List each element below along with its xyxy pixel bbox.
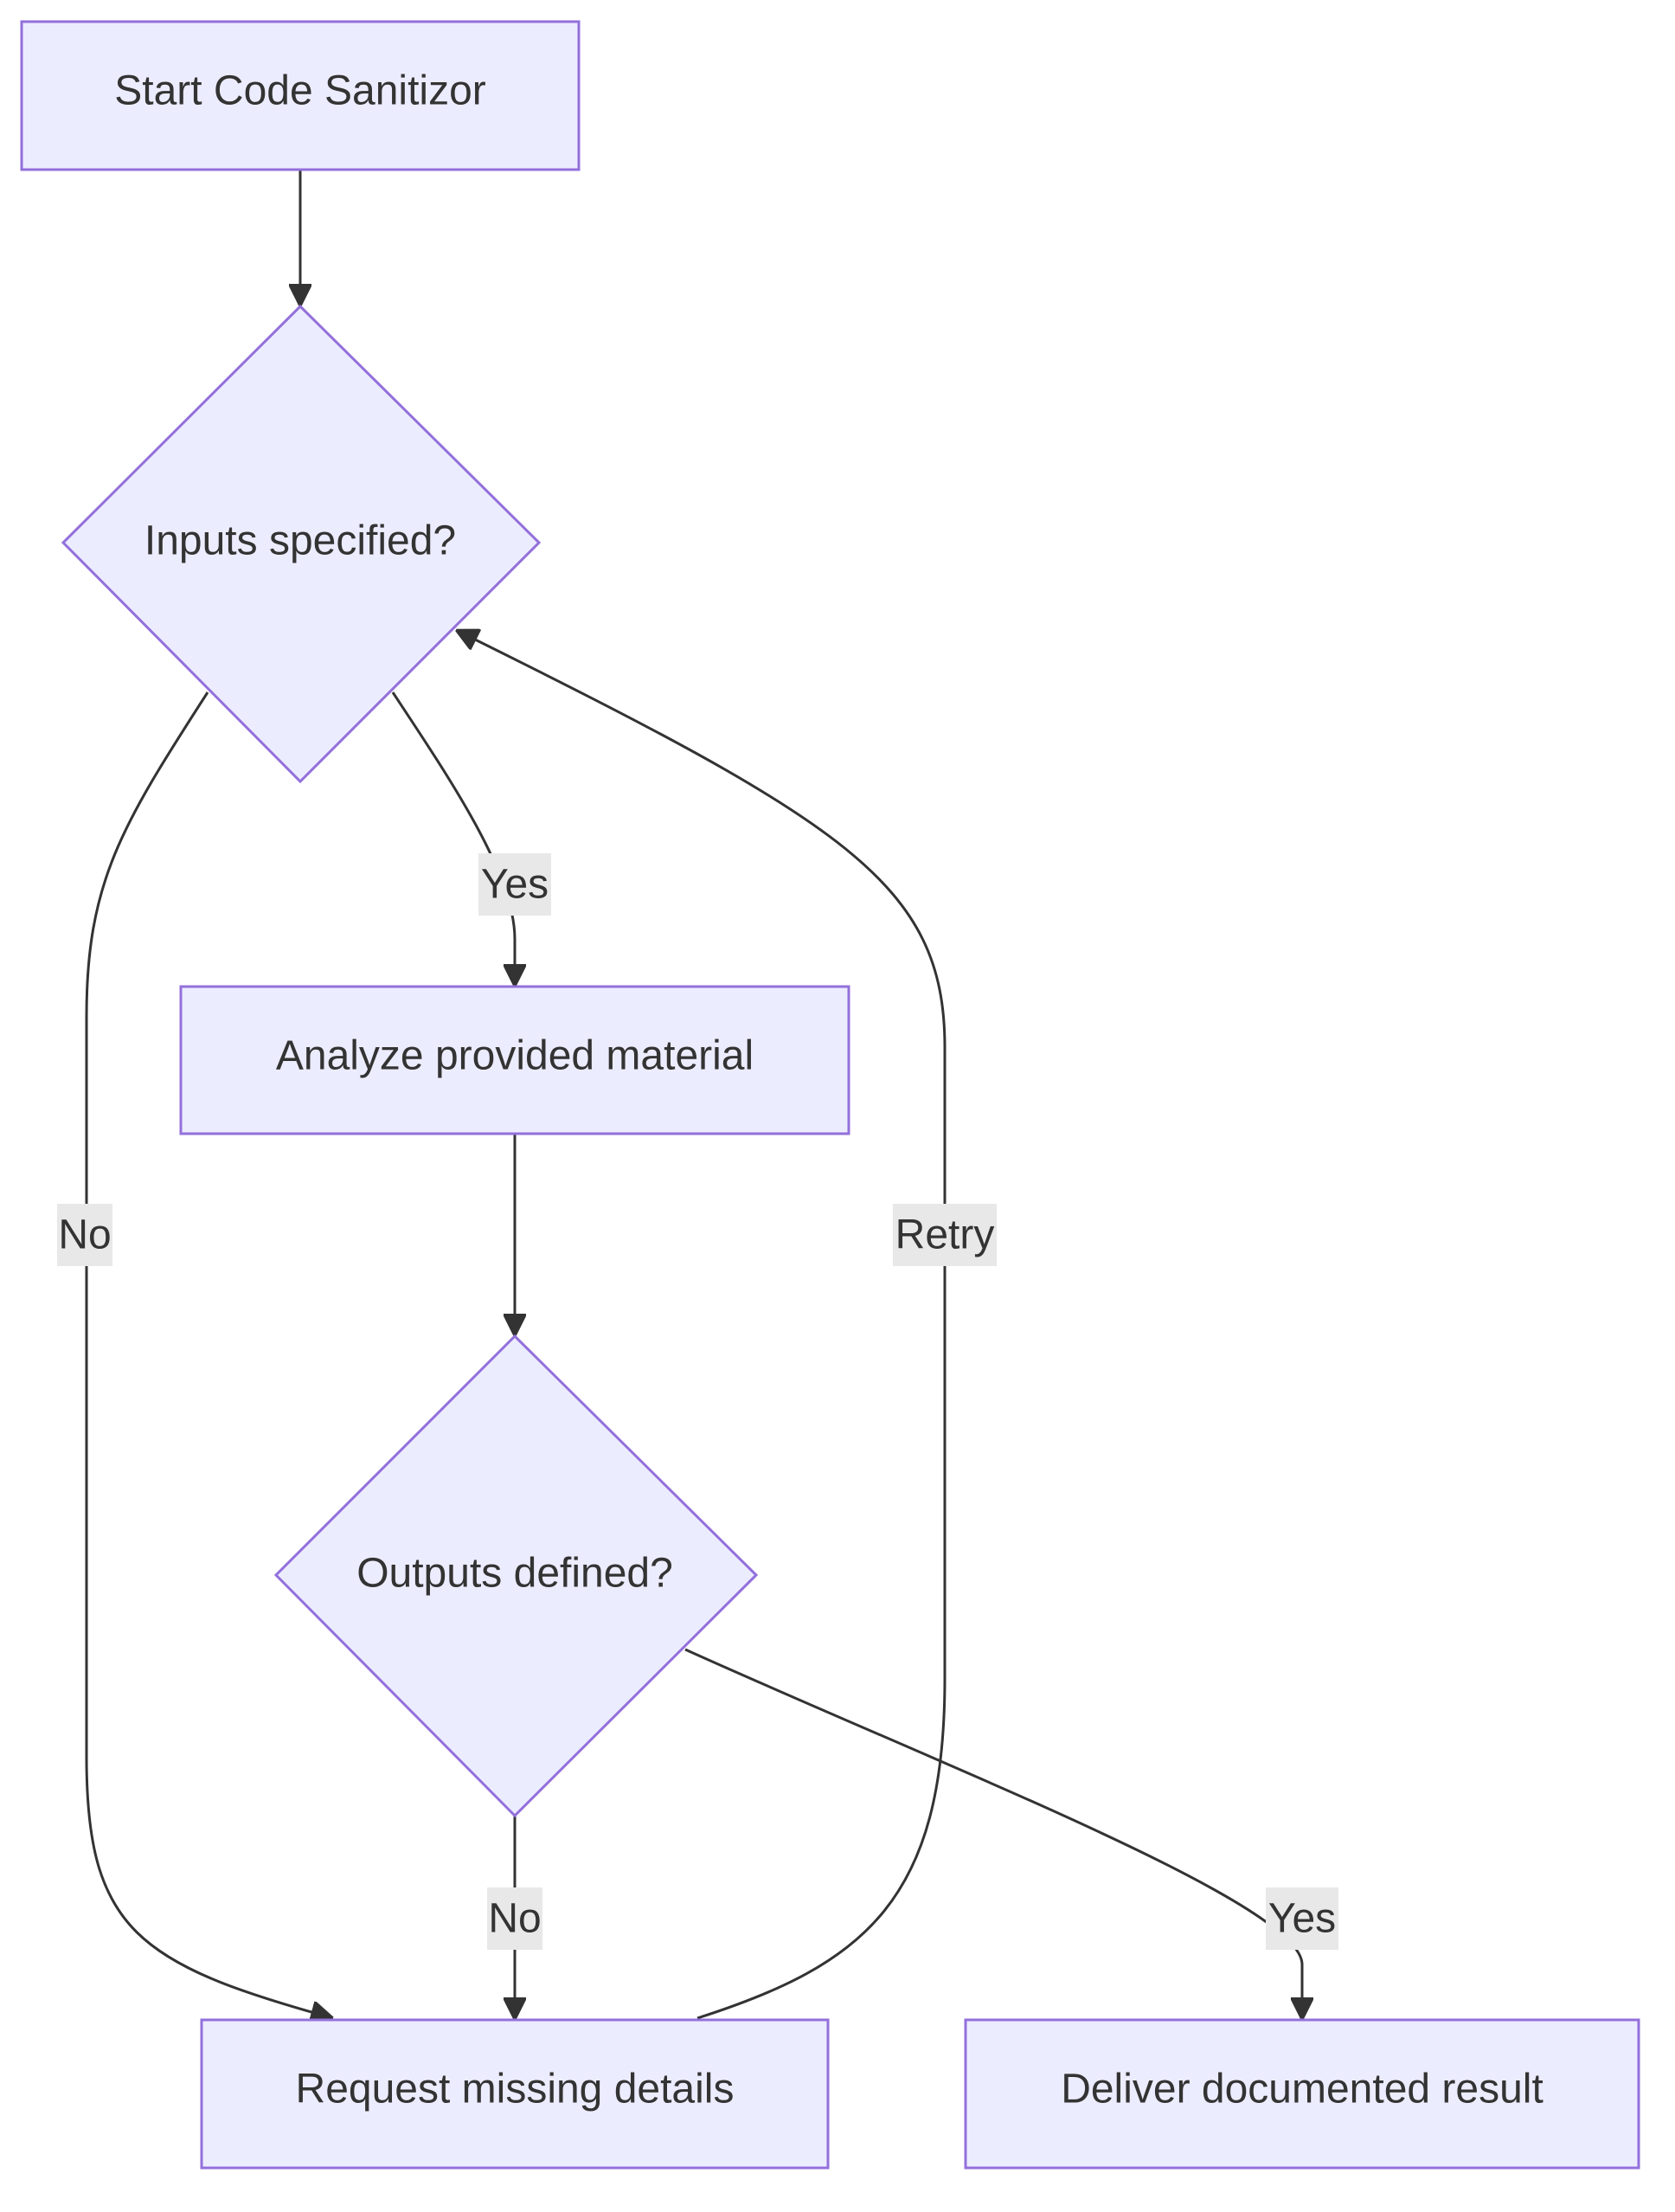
node-start: Start Code Sanitizor [20,20,581,171]
node-inputs-decision: Inputs specified? [61,304,542,784]
edge-label-text: No [488,1896,541,1942]
edge-label-retry: Retry [893,1204,997,1266]
edge-label-text: Yes [481,862,549,908]
node-label: Inputs specified? [144,518,456,564]
edge-labels: Yes No Retry No Yes [57,853,1338,1950]
edge-label-outputs-no: No [487,1887,542,1950]
node-deliver: Deliver documented result [964,2018,1640,2170]
node-label: Analyze provided material [276,1033,754,1079]
edge-outputs-to-deliver [684,1648,1302,2020]
edge-request-to-inputs [456,630,947,2020]
edge-label-outputs-yes: Yes [1266,1887,1338,1950]
edge-label-inputs-yes: Yes [478,853,551,916]
edge-label-text: No [58,1212,111,1258]
edge-label-text: Yes [1268,1896,1336,1942]
edge-inputs-to-analyze [391,691,515,987]
node-outputs-decision: Outputs defined? [273,1334,759,1818]
node-analyze: Analyze provided material [179,985,850,1135]
node-label: Request missing details [296,2067,735,2112]
node-request: Request missing details [200,2018,830,2170]
edge-label-inputs-no: No [57,1204,112,1266]
node-label: Start Code Sanitizor [114,68,486,114]
nodes: Start Code Sanitizor Inputs specified? A… [20,20,1640,2170]
edge-inputs-to-request [85,691,333,2018]
node-label: Deliver documented result [1061,2067,1543,2112]
edge-label-text: Retry [895,1212,995,1258]
node-label: Outputs defined? [356,1551,673,1597]
